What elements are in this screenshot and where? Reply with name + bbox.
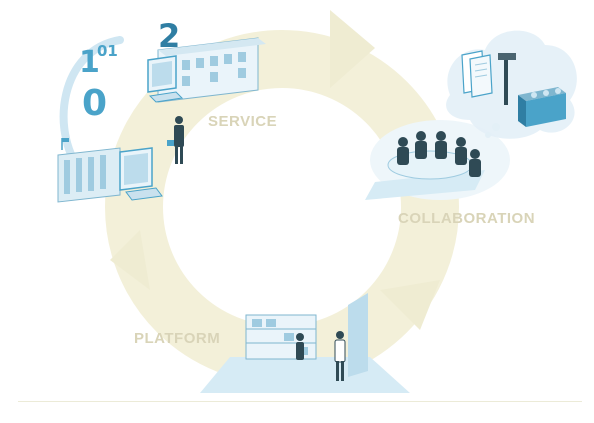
business-person-icon (167, 116, 184, 164)
cycle-ring-inner (164, 89, 400, 325)
bank-building-icon (57, 138, 121, 203)
label-service: SERVICE (208, 113, 278, 130)
ring-arrow-right (380, 280, 440, 330)
ring-arrow-top (330, 10, 375, 88)
digit-two: 2 (158, 17, 181, 55)
warehouse-wall-icon (348, 293, 368, 377)
office-block-icon (157, 37, 266, 103)
label-collaboration: COLLABORATION (398, 210, 536, 227)
tools-illustration (461, 50, 566, 138)
digit-zero-one: 01 (97, 42, 118, 60)
computer-monitor-icon-left (119, 147, 163, 201)
worker-person-icon (296, 333, 304, 360)
brick-block-icon (518, 87, 566, 127)
computer-monitor-icon-top (147, 55, 184, 103)
digit-zero: 0 (82, 83, 108, 124)
ring-arrow-left (110, 230, 150, 290)
collaboration-illustration (365, 131, 485, 200)
platform-illustration (200, 293, 410, 393)
hammer-icon (498, 53, 516, 105)
document-icon (461, 50, 493, 98)
warehouse-shelves-icon (245, 314, 317, 360)
visitor-person-icon (334, 331, 346, 381)
digit-one: 1 (79, 45, 100, 80)
meeting-table-icon (365, 131, 485, 200)
service-illustration (57, 36, 266, 203)
label-platform: PLATFORM (134, 330, 221, 347)
bottom-divider (18, 401, 582, 402)
platform-floor (200, 357, 410, 393)
